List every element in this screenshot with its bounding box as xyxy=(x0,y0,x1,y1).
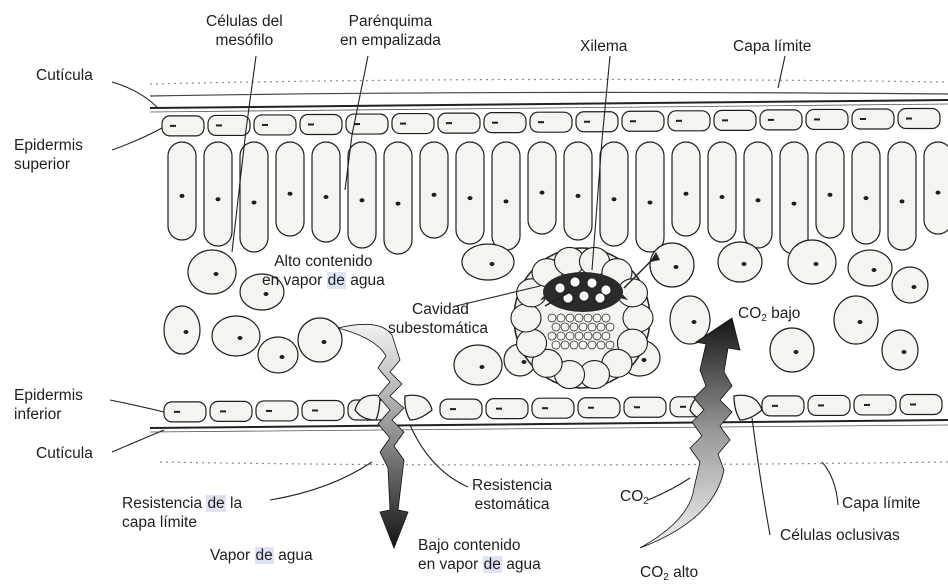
label-bajo-contenido: Bajo contenidoen vapor de agua xyxy=(418,536,541,574)
label-celulas-oclusivas: Células oclusivas xyxy=(780,526,900,545)
label-resistencia-estomatica: Resistenciaestomática xyxy=(472,476,552,514)
label-vapor-de-agua: Vapor de agua xyxy=(210,546,313,565)
label-xilema: Xilema xyxy=(580,37,627,56)
palisade-parenchyma xyxy=(168,142,948,254)
label-capa-limite-bottom: Capa límite xyxy=(842,494,920,513)
vascular-bundle xyxy=(511,247,653,388)
label-resistencia-capa-limite: Resistencia de lacapa límite xyxy=(122,494,242,532)
label-celulas-mesofilo: Células delmesófilo xyxy=(206,12,283,50)
label-capa-limite-top: Capa límite xyxy=(733,37,811,56)
label-epidermis-superior: Epidermissuperior xyxy=(14,136,83,174)
label-co2: CO2 xyxy=(620,487,649,511)
label-cuticula-bottom: Cutícula xyxy=(36,444,93,463)
upper-boundary-layer xyxy=(150,79,948,84)
label-cuticula-top: Cutícula xyxy=(36,66,93,85)
label-co2-alto: CO2 alto xyxy=(640,563,698,587)
lower-cuticle xyxy=(150,420,948,432)
label-alto-contenido: Alto contenidoen vapor de agua xyxy=(262,252,385,290)
label-cavidad-subestomatica: Cavidadsubestomática xyxy=(388,300,488,338)
lower-epidermis xyxy=(164,395,942,422)
upper-epidermis xyxy=(162,109,940,136)
label-epidermis-inferior: Epidermisinferior xyxy=(14,386,83,424)
water-vapor-arrow xyxy=(338,324,408,548)
label-parenquima: Parénquimaen empalizada xyxy=(340,12,441,50)
lower-boundary-layer xyxy=(160,462,948,465)
label-co2-bajo: CO2 bajo xyxy=(738,304,800,328)
